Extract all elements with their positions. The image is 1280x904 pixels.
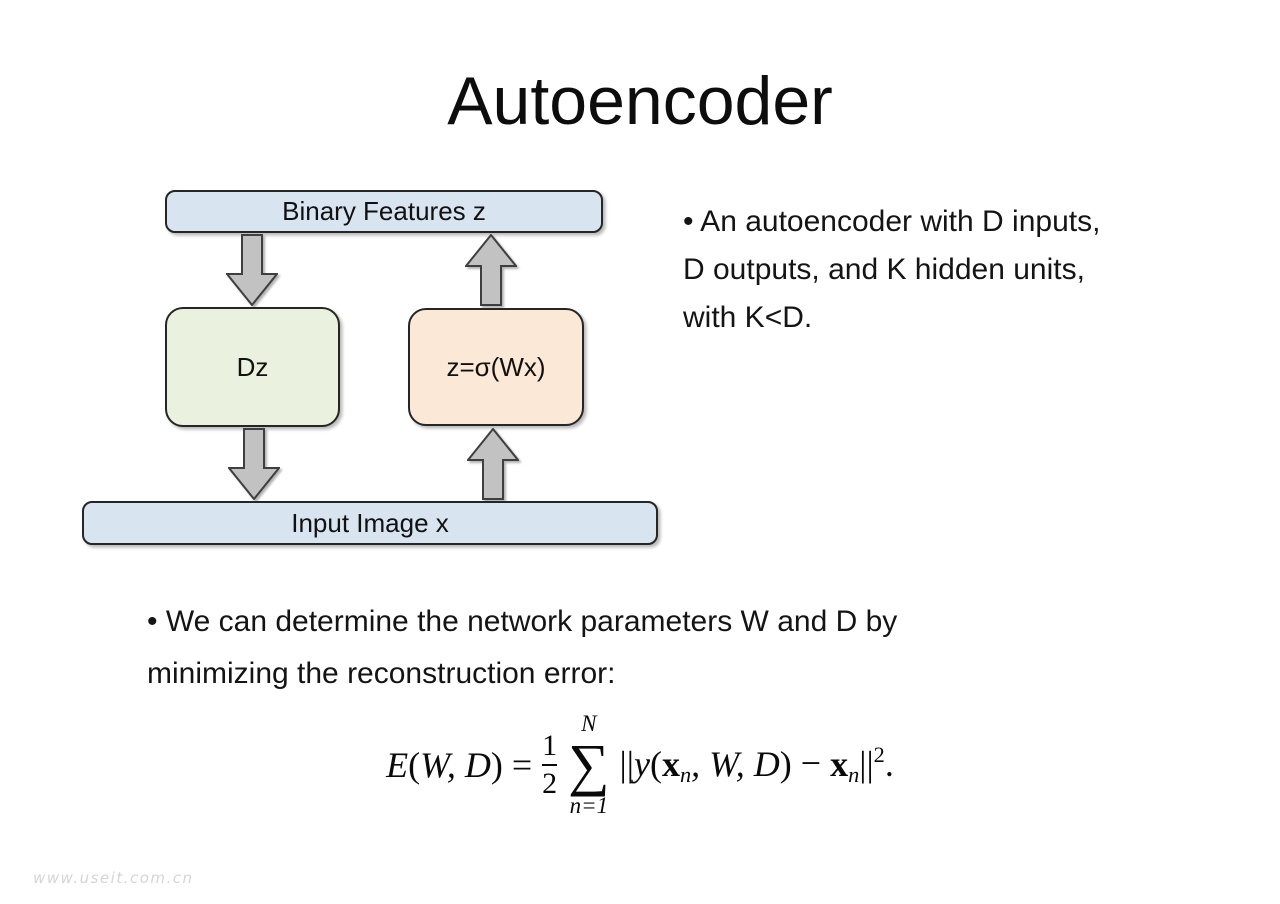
diagram-box-encoder: z=σ(Wx) bbox=[408, 308, 584, 426]
formula-rhs: ||y(xn, W, D)−xn||2. bbox=[619, 741, 894, 787]
encoder-label: z=σ(Wx) bbox=[446, 351, 546, 382]
sum-upper-limit: N bbox=[581, 711, 597, 736]
decoder-output-arrow-down-icon bbox=[228, 428, 280, 500]
bullet-line: • We can determine the network parameter… bbox=[147, 605, 898, 638]
bullet-line: with K<D. bbox=[683, 301, 813, 334]
bullet-autoencoder-description: • An autoencoder with D inputs, D output… bbox=[683, 198, 1258, 342]
bullet-line: minimizing the reconstruction error: bbox=[147, 657, 616, 690]
bullet-line: • An autoencoder with D inputs, bbox=[683, 205, 1101, 238]
encoder-arrow-up-icon bbox=[465, 234, 517, 306]
input-image-label: Input Image x bbox=[291, 507, 449, 538]
diagram-box-binary-features: Binary Features z bbox=[165, 190, 603, 233]
fraction-bar bbox=[542, 763, 558, 766]
diagram-box-input-image: Input Image x bbox=[82, 501, 658, 545]
binary-features-label: Binary Features z bbox=[282, 196, 486, 226]
fraction-denominator: 2 bbox=[542, 766, 558, 800]
bullet-reconstruction-error: • We can determine the network parameter… bbox=[147, 596, 1127, 700]
decoder-label: Dz bbox=[236, 351, 269, 382]
formula-summation: N ∑ n=1 bbox=[568, 712, 609, 817]
formula-lhs: E(W, D) = bbox=[386, 744, 533, 785]
decoder-arrow-down-icon bbox=[226, 234, 278, 306]
watermark: www.useit.com.cn bbox=[33, 869, 194, 887]
sum-lower-limit: n=1 bbox=[569, 793, 609, 819]
bullet-line: D outputs, and K hidden units, bbox=[683, 253, 1085, 286]
page-title: Autoencoder bbox=[447, 63, 833, 139]
reconstruction-error-formula: E(W, D) = 1 2 N ∑ n=1 ||y(xn, W, D)−xn||… bbox=[0, 712, 1280, 817]
diagram-box-decoder: Dz bbox=[165, 307, 340, 427]
encoder-input-arrow-up-icon bbox=[467, 428, 519, 500]
sigma-icon: ∑ bbox=[568, 732, 610, 797]
formula-fraction-one-half: 1 2 bbox=[542, 729, 558, 800]
fraction-numerator: 1 bbox=[542, 729, 558, 763]
